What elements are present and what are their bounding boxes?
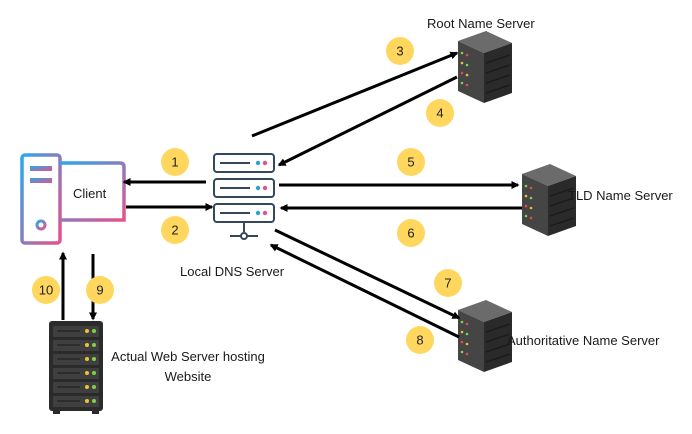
flow-arrows [59,51,522,339]
step-number-7: 7 [444,276,451,291]
local-dns-server-label: Local DNS Server [180,264,285,279]
step-badge-6: 6 [397,219,425,247]
step-badge-2: 2 [161,216,189,244]
step-badge-5: 5 [397,148,425,176]
step-badge-4: 4 [426,99,454,127]
step-number-2: 2 [171,223,178,238]
step-number-9: 9 [96,283,103,298]
step-number-3: 3 [396,44,403,59]
authoritative-server-label: Authoritative Name Server [507,333,660,348]
root-server-icon [458,31,512,103]
client-computer-icon [20,153,126,245]
step-number-1: 1 [171,155,178,170]
step-badge-3: 3 [386,37,414,65]
root-server-label: Root Name Server [427,16,535,31]
web-server-label-line2: Website [164,369,212,384]
step-badge-1: 1 [161,148,189,176]
step-number-4: 4 [436,106,443,121]
arrow-step-7 [274,228,461,320]
step-badge-8: 8 [406,326,434,354]
tld-server-label: TLD Name Server [568,188,673,203]
step-number-5: 5 [407,155,414,170]
step-badge-10: 10 [32,276,60,304]
tld-server-icon [522,164,576,236]
web-server-icon [49,321,103,414]
local-dns-server-icon [213,153,275,240]
step-number-8: 8 [416,333,423,348]
arrow-step-4 [277,75,458,167]
step-badge-9: 9 [86,276,114,304]
step-number-6: 6 [407,226,414,241]
step-number-10: 10 [39,283,53,298]
client-label: Client [73,186,107,201]
step-badges: 1 2 3 4 5 6 7 8 9 10 [32,37,462,354]
step-badge-7: 7 [434,269,462,297]
arrow-step-3 [251,51,459,138]
authoritative-server-icon [458,300,512,372]
web-server-label-line1: Actual Web Server hosting [111,349,265,364]
arrow-step-8 [269,243,460,339]
